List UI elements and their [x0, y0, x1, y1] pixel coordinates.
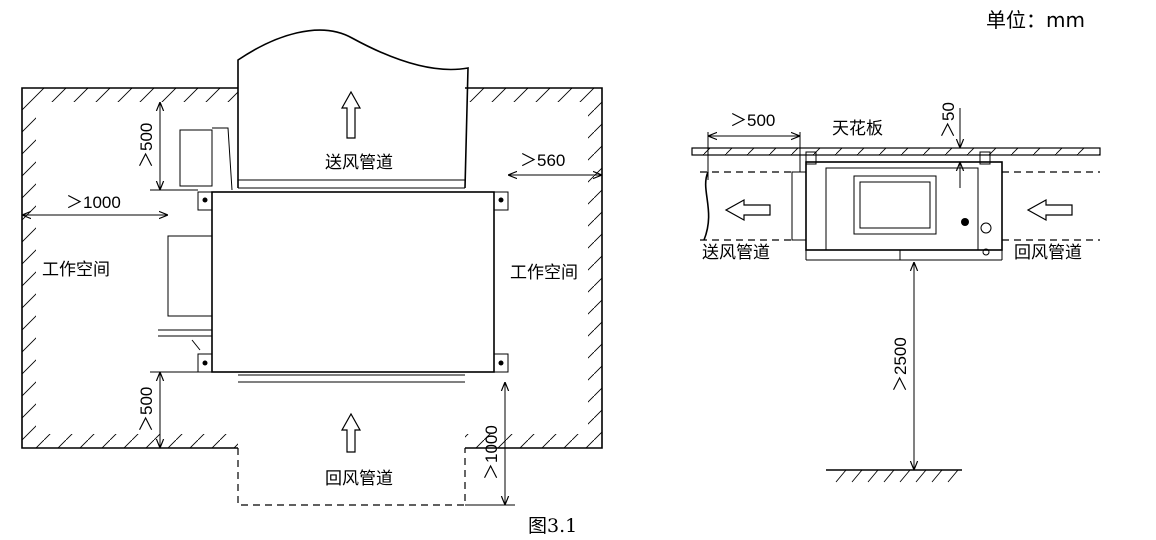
valve-icon [980, 222, 992, 234]
bracket-icon [493, 191, 509, 211]
control-box [167, 235, 213, 317]
ceiling-slab [691, 147, 1101, 156]
ceiling-label: 天花板 [832, 119, 883, 139]
dim-duct-length: ＞500 [730, 111, 775, 130]
work-space-left-label: 工作空间 [42, 260, 110, 280]
dim-top-left: ＞500 [137, 123, 156, 168]
side-supply-arrow-icon [724, 198, 771, 222]
return-duct-outline [237, 448, 466, 506]
dim-bottom-left: ＞500 [137, 387, 156, 432]
side-supply-duct-label: 送风管道 [702, 243, 770, 263]
hanger-icon [805, 151, 817, 165]
bracket-icon [197, 353, 213, 373]
dim-bottom-right: ＞1000 [482, 425, 501, 480]
supply-duct-top [237, 29, 469, 189]
dim-left-clearance: ＞1000 [66, 193, 121, 212]
plan-view: 送风管道 回风管道 工作空间 工作空间 ＞1000 ＞500 [21, 29, 603, 506]
floor-hatch [835, 469, 959, 483]
plan-supply-duct-label: 送风管道 [325, 153, 393, 173]
side-view: 天花板 送风管道 ＞500 回风管道 [691, 102, 1101, 483]
hanger-icon [979, 151, 991, 165]
dim-top-gap: ＞50 [939, 102, 958, 138]
work-space-right-label: 工作空间 [510, 263, 578, 283]
supply-arrow-icon [340, 90, 362, 139]
bracket-icon [197, 191, 213, 211]
side-unit-body [805, 161, 1003, 251]
unit-label: 单位：mm [986, 8, 1085, 32]
dim-right-clearance: ＞560 [520, 151, 565, 170]
plan-return-duct-label: 回风管道 [325, 469, 393, 489]
filter-panel [853, 175, 937, 235]
figure-caption: 图3.1 [528, 515, 577, 537]
side-return-duct-label: 回风管道 [1014, 243, 1082, 263]
bracket-icon [493, 353, 509, 373]
drain-icon [961, 218, 969, 226]
side-return-arrow-icon [1026, 198, 1073, 222]
return-arrow-icon [340, 412, 362, 453]
electric-box [179, 129, 213, 187]
dim-floor-height: ＞2500 [891, 337, 910, 392]
